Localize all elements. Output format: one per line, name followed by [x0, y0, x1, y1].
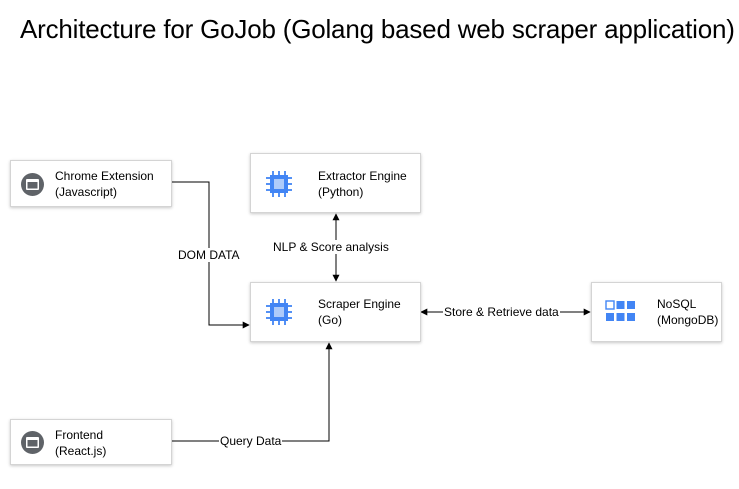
- node-label: Scraper Engine (Go): [318, 297, 401, 327]
- node-label: Extractor Engine (Python): [318, 169, 407, 199]
- edge-label-query-data: Query Data: [219, 434, 283, 448]
- browser-window-icon: [21, 431, 44, 454]
- node-scraper-engine[interactable]: Scraper Engine (Go): [250, 282, 421, 342]
- node-label: NoSQL (MongoDB): [657, 297, 719, 327]
- diagram-title: Architecture for GoJob (Golang based web…: [20, 14, 735, 44]
- browser-window-icon: [21, 173, 44, 196]
- edge-query-data: [172, 342, 333, 442]
- node-label: Chrome Extension (Javascript): [55, 169, 154, 199]
- database-grid-icon: [605, 300, 635, 321]
- compute-chip-icon: [266, 171, 292, 197]
- edge-label-store-retrieve: Store & Retrieve data: [443, 305, 560, 319]
- node-chrome-extension[interactable]: Chrome Extension (Javascript): [10, 160, 172, 207]
- node-extractor-engine[interactable]: Extractor Engine (Python): [250, 153, 421, 213]
- node-nosql[interactable]: NoSQL (MongoDB): [591, 282, 722, 342]
- node-frontend[interactable]: Frontend (React.js): [10, 419, 172, 465]
- node-label: Frontend (React.js): [55, 428, 107, 458]
- edge-label-nlp-score: NLP & Score analysis: [272, 240, 390, 254]
- edge-label-dom-data: DOM DATA: [177, 248, 241, 262]
- compute-chip-icon: [266, 299, 292, 325]
